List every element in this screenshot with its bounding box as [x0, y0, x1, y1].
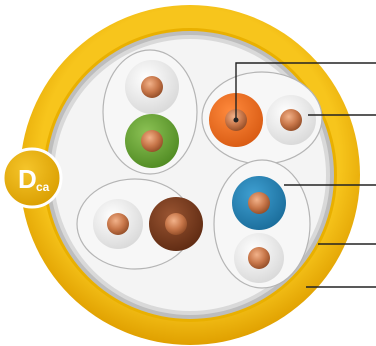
badge-circle — [1, 147, 63, 209]
leader-dot-copper-conductor — [233, 117, 239, 123]
badge-main-letter: D — [18, 164, 37, 194]
copper-core — [248, 192, 270, 214]
white-green-pair — [125, 60, 179, 168]
badge-subscript: ca — [36, 180, 50, 194]
copper-core — [141, 76, 163, 98]
diameter-badge: D ca — [1, 147, 63, 209]
copper-core — [141, 130, 163, 152]
copper-core — [280, 109, 302, 131]
copper-core — [165, 213, 187, 235]
white-blue-pair — [232, 176, 286, 283]
copper-core — [248, 247, 270, 269]
leader-line-copper-conductor — [235, 62, 376, 120]
copper-core — [107, 213, 129, 235]
white-brown-pair — [93, 197, 203, 251]
leader-lines — [233, 62, 376, 288]
